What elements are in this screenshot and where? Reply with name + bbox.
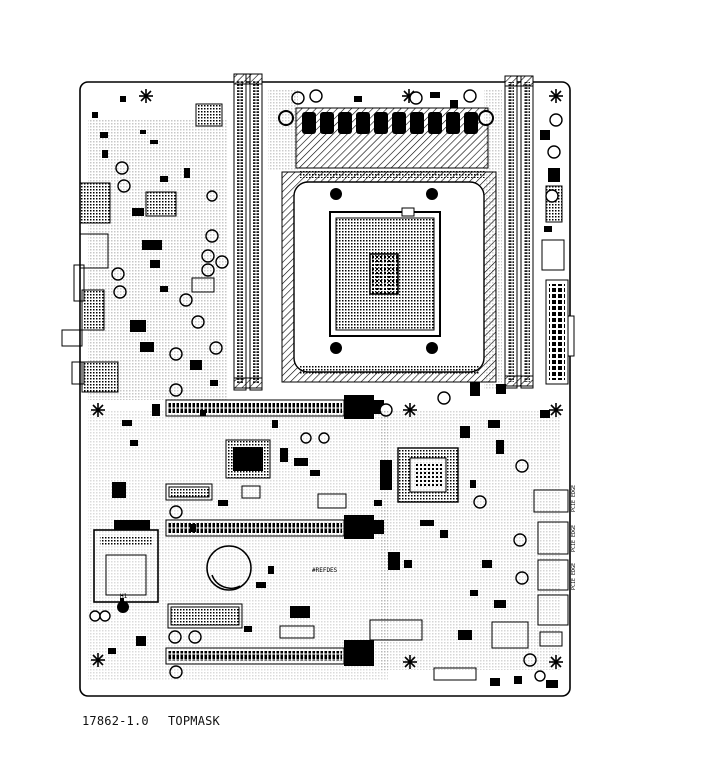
vrm-chokes: [278, 107, 494, 178]
revision-number: 17862-1.0: [82, 714, 149, 728]
mounting-hole: [89, 610, 111, 622]
mounting-hole-label: H1: [120, 593, 128, 600]
dimm-slots-right: [504, 75, 534, 389]
pcie-edge-label-1: PCIE EDGE: [571, 485, 577, 512]
trace-fields: [88, 90, 560, 680]
pcie-edge-label-3: PCIE EDGE: [571, 563, 577, 590]
atx-power-connector: [545, 279, 575, 385]
layer-name: TOPMASK: [168, 714, 220, 728]
pcie-edge-label-2: PCIE EDGE: [571, 525, 577, 552]
refdes-label: #REFDES: [312, 567, 338, 574]
cpu-socket: [281, 171, 497, 383]
dimm-slots-left: [233, 73, 263, 391]
